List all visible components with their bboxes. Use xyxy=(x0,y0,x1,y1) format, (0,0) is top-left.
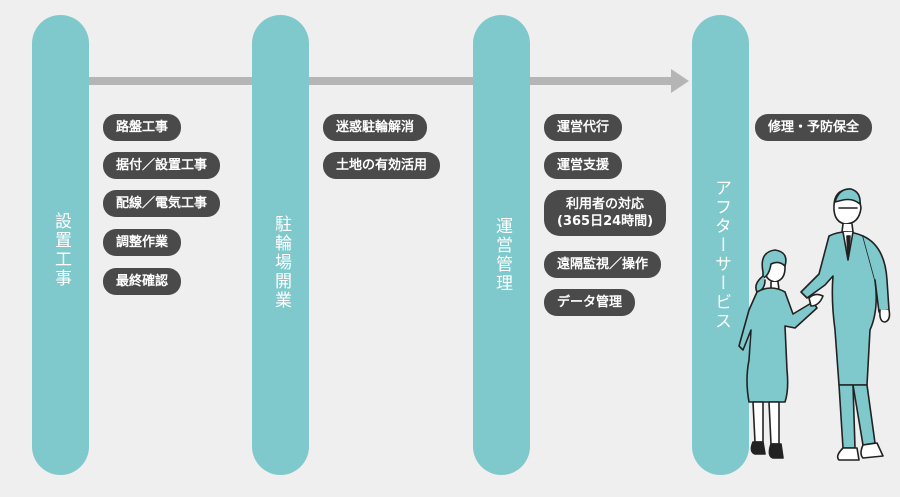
phase3-item-2: 運営支援 xyxy=(544,152,623,179)
phase2-item-2: 土地の有効活用 xyxy=(323,152,441,179)
phase-pillar-operation: 運営管理 xyxy=(473,15,530,475)
phase3-item-5: データ管理 xyxy=(544,289,636,316)
phase3-item-4: 遠隔監視／操作 xyxy=(544,251,662,278)
phase1-item-4: 調整作業 xyxy=(103,229,182,256)
phase-pillar-after-service: アフターサービス xyxy=(692,15,749,475)
phase-pillar-opening: 駐輪場開業 xyxy=(252,15,309,475)
phase2-item-1: 迷惑駐輪解消 xyxy=(323,114,428,141)
phase-label-after-service: アフターサービス xyxy=(711,178,731,331)
phase-label-operation: 運営管理 xyxy=(492,217,512,293)
phase1-item-5: 最終確認 xyxy=(103,268,182,295)
phase1-item-1: 路盤工事 xyxy=(103,114,182,141)
phase4-item-1: 修理・予防保全 xyxy=(755,114,873,141)
timeline-arrow-line xyxy=(60,77,672,85)
phase-label-installation: 設置工事 xyxy=(51,212,71,288)
phase1-item-2: 据付／設置工事 xyxy=(103,152,221,179)
phase1-item-3: 配線／電気工事 xyxy=(103,190,221,217)
phase3-item-3-line2: (365日24時間) xyxy=(557,214,654,229)
phase3-item-1: 運営代行 xyxy=(544,114,623,141)
handshake-people-icon xyxy=(738,188,891,461)
phase-pillar-installation: 設置工事 xyxy=(32,15,89,475)
timeline-arrow-head-icon xyxy=(671,69,689,93)
phase3-item-3-line1: 利用者の対応 xyxy=(566,197,645,212)
phase3-item-3: 利用者の対応 (365日24時間) xyxy=(544,190,667,236)
phase-label-opening: 駐輪場開業 xyxy=(271,215,291,310)
